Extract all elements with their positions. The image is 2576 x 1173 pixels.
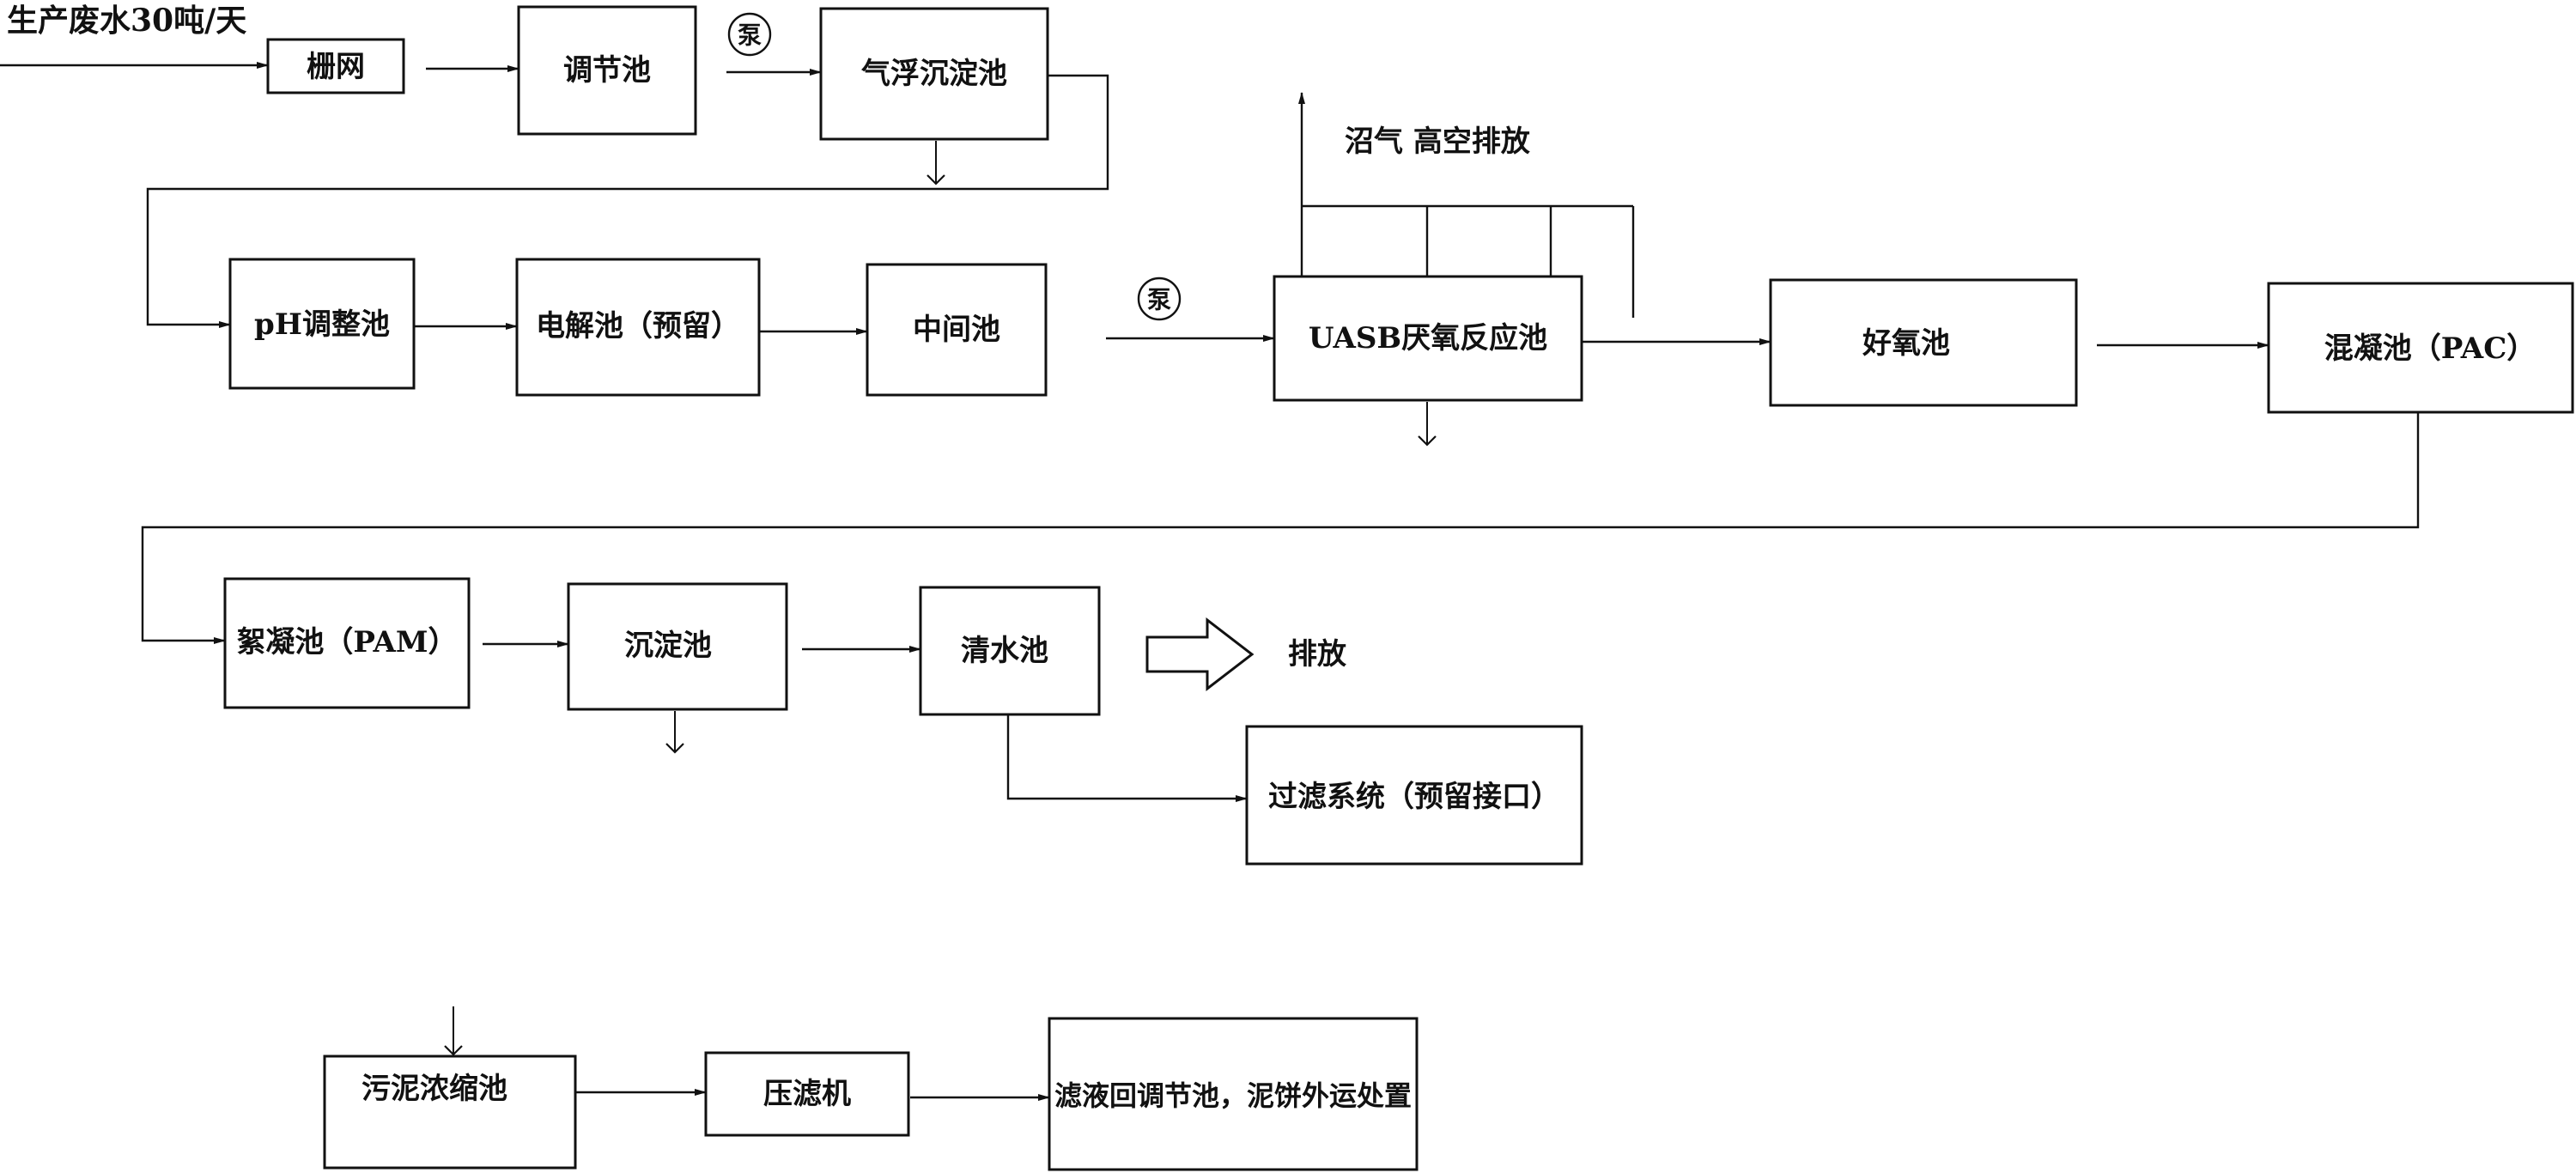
node-filter-press: 压滤机 xyxy=(704,1051,910,1137)
biogas-label: 沼气 高空排放 xyxy=(1345,125,1530,159)
node-screen-label: 栅网 xyxy=(307,50,365,84)
node-sedimentation-label: 沉淀池 xyxy=(624,629,712,663)
node-electrolysis-label: 电解池（预留） xyxy=(536,309,740,343)
node-sludge-thickener: 污泥浓缩池 xyxy=(323,1054,577,1170)
input-label: 生产废水30吨/天 xyxy=(7,3,246,39)
node-sludge-thickener-label: 污泥浓缩池 xyxy=(361,1072,507,1106)
node-uasb: UASB厌氧反应池 xyxy=(1273,275,1583,402)
node-intermediate: 中间池 xyxy=(866,263,1048,397)
node-aerobic-label: 好氧池 xyxy=(1862,326,1950,361)
node-clear-water: 清水池 xyxy=(919,586,1101,716)
node-flocculation: 絮凝池（PAM） xyxy=(223,577,471,709)
pump-icon: 泵 xyxy=(727,12,772,57)
discharge-arrow xyxy=(1145,617,1255,692)
node-uasb-label: UASB厌氧反应池 xyxy=(1309,321,1547,356)
node-coagulation: 混凝池（PAC） xyxy=(2267,282,2574,414)
flow-line-flotation-ph xyxy=(146,74,1109,328)
node-sedimentation: 沉淀池 xyxy=(567,582,788,711)
pump-icon-2-label: 泵 xyxy=(1147,286,1171,314)
node-flocculation-label: 絮凝池（PAM） xyxy=(236,625,457,659)
node-filter-press-label: 压滤机 xyxy=(763,1077,851,1111)
discharge-label: 排放 xyxy=(1288,637,1346,672)
node-flotation: 气浮沉淀池 xyxy=(819,7,1049,141)
node-flotation-label: 气浮沉淀池 xyxy=(860,57,1007,91)
pump-icon-2: 泵 xyxy=(1137,277,1182,321)
node-intermediate-label: 中间池 xyxy=(913,313,1000,347)
node-ph-adjust-label: pH调整池 xyxy=(254,307,390,342)
node-filtrate-return: 滤液回调节池，泥饼外运处置 xyxy=(1048,1017,1419,1171)
node-filtration-label: 过滤系统（预留接口） xyxy=(1268,780,1560,814)
node-ph-adjust: pH调整池 xyxy=(228,258,416,390)
biogas-manifold xyxy=(1298,92,1635,318)
node-clear-water-label: 清水池 xyxy=(961,634,1048,668)
pump-icon-label: 泵 xyxy=(738,21,762,50)
node-filtration: 过滤系统（预留接口） xyxy=(1245,725,1583,866)
flow-line-clearwater-filtration xyxy=(1006,714,1248,802)
node-electrolysis: 电解池（预留） xyxy=(515,258,761,397)
node-aerobic: 好氧池 xyxy=(1769,278,2078,407)
node-filtrate-return-label: 滤液回调节池，泥饼外运处置 xyxy=(1054,1079,1412,1112)
node-screen: 栅网 xyxy=(266,38,405,94)
node-equalization: 调节池 xyxy=(517,5,697,136)
flow-line-coagulation-flocculation xyxy=(141,412,2420,644)
node-equalization-label: 调节池 xyxy=(563,53,651,88)
node-coagulation-label: 混凝池（PAC） xyxy=(2324,331,2537,366)
